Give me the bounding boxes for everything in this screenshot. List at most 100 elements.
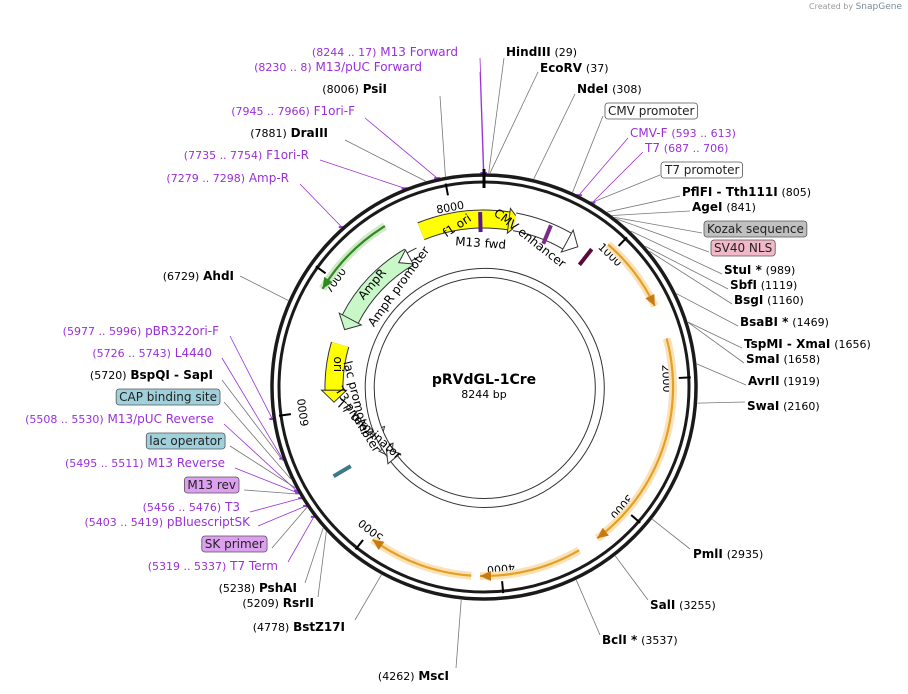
leader-line: [676, 293, 739, 327]
site-position: (308): [612, 83, 642, 96]
site-position: (805): [782, 186, 812, 199]
site-position: (1469): [792, 316, 829, 329]
site-name: T7: [644, 141, 660, 155]
primer-label: (5319 .. 5337) T7 Term: [148, 559, 278, 573]
feature-box: [201, 535, 268, 553]
site-name: pBR322ori-F: [145, 324, 219, 338]
feature-body: [365, 269, 604, 507]
primer-label: (7735 .. 7754) F1ori-R: [184, 148, 309, 162]
leader-line: [344, 139, 426, 182]
site-position: (1656): [834, 338, 871, 351]
feature-body: [512, 213, 572, 249]
leader-line: [630, 230, 723, 275]
leader-line: [575, 579, 601, 636]
site-name: AvrII: [748, 374, 780, 388]
site-name: CMV-F: [630, 126, 668, 140]
primer-label: (7945 .. 7966) F1ori-F: [231, 104, 355, 118]
leader-line: [229, 335, 273, 420]
feature-label: ori: [331, 357, 345, 373]
leader-line: [239, 275, 289, 301]
site-position: (8244 .. 17): [312, 46, 377, 59]
primer-label: (8230 .. 8) M13/pUC Forward: [254, 60, 422, 74]
leader-line: [611, 210, 691, 216]
leader-line: [249, 497, 302, 513]
leader-line: [223, 401, 292, 480]
feature-box: [145, 432, 226, 450]
site-position: (37): [586, 62, 609, 75]
site-position: (29): [555, 46, 578, 59]
leader-line: [304, 528, 324, 584]
leader-line: [319, 159, 405, 189]
feature-body: [417, 210, 511, 240]
leader-line: [614, 216, 703, 234]
primer-label: (8244 .. 17) M13 Forward: [312, 45, 458, 59]
feature-box-label: T7 promoter: [664, 163, 740, 177]
orf-arc: [596, 338, 675, 540]
site-name: T7 Term: [229, 559, 278, 573]
leader-line: [607, 195, 681, 213]
orf-arrowhead: [597, 527, 609, 539]
site-mark: [577, 247, 594, 267]
site-name: F1ori-R: [266, 148, 309, 162]
site-position: (2160): [783, 400, 820, 413]
primer-label: (5977 .. 5996) pBR322ori-F: [63, 324, 219, 338]
leader-line: [439, 95, 446, 177]
leader-line: [221, 357, 283, 459]
enzyme-label: SwaI (2160): [747, 399, 820, 413]
leader-line: [488, 57, 505, 174]
site-name: PsiI: [363, 82, 387, 96]
primer-label: T7 (687 .. 706): [644, 141, 728, 155]
leader-line: [572, 115, 604, 193]
enzyme-label: HindIII (29): [506, 45, 577, 59]
plasmid-backbone: [270, 169, 698, 601]
site-position: (5209): [242, 597, 279, 610]
site-position: (4262): [378, 670, 415, 683]
feature-box-label: M13 rev: [187, 478, 236, 492]
enzyme-label: SalI (3255): [650, 598, 716, 612]
feature-arrowhead: [397, 248, 415, 265]
site-position: (5456 .. 5476): [143, 501, 222, 514]
site-name: M13/pUC Reverse: [108, 412, 215, 426]
orf-arrowhead: [372, 539, 385, 550]
leader-line: [479, 71, 484, 174]
feature-box: [115, 388, 221, 406]
site-position: (5508 .. 5530): [25, 413, 104, 426]
site-labels: (8244 .. 17) M13 Forward(8230 .. 8) M13/…: [25, 45, 871, 683]
feature-box-label: Kozak sequence: [707, 222, 804, 236]
tick-mark: [444, 183, 449, 196]
site-position: (1919): [783, 375, 820, 388]
site-name: M13 Reverse: [147, 456, 225, 470]
enzyme-label: SmaI (1658): [746, 352, 820, 366]
site-name: BsaBI *: [740, 315, 789, 329]
tick-label: 6000: [295, 398, 312, 428]
site-name: MscI: [418, 669, 449, 683]
leader-line: [257, 505, 307, 527]
tick-mark: [278, 413, 292, 417]
leader-line: [644, 245, 729, 290]
leader-line: [489, 71, 539, 174]
leader-line: [234, 467, 299, 494]
site-name: PshAI: [259, 581, 297, 595]
site-name: BclI *: [602, 633, 638, 647]
tick-mark: [354, 539, 364, 550]
enzyme-label: BsaBI * (1469): [740, 315, 829, 329]
site-position: (5403 .. 5419): [85, 516, 164, 529]
tick-mark: [315, 265, 327, 275]
leader-line: [221, 379, 284, 462]
site-name: SwaI: [747, 399, 779, 413]
enzyme-label: (5238) PshAI: [219, 581, 297, 595]
feature-box-label: CMV promoter: [608, 104, 695, 118]
enzyme-label: (5720) BspQI - SapI: [90, 368, 213, 382]
site-name: SbfI: [730, 278, 757, 292]
enzyme-label: StuI * (989): [724, 263, 795, 277]
primer-label: (5403 .. 5419) pBluescriptSK: [85, 515, 252, 529]
site-position: (5726 .. 5743): [92, 347, 171, 360]
leader-line: [243, 489, 299, 495]
leader-line: [697, 401, 746, 404]
site-name: Amp-R: [249, 171, 289, 185]
site-position: (8230 .. 8): [254, 61, 312, 74]
site-position: (7945 .. 7966): [231, 105, 310, 118]
